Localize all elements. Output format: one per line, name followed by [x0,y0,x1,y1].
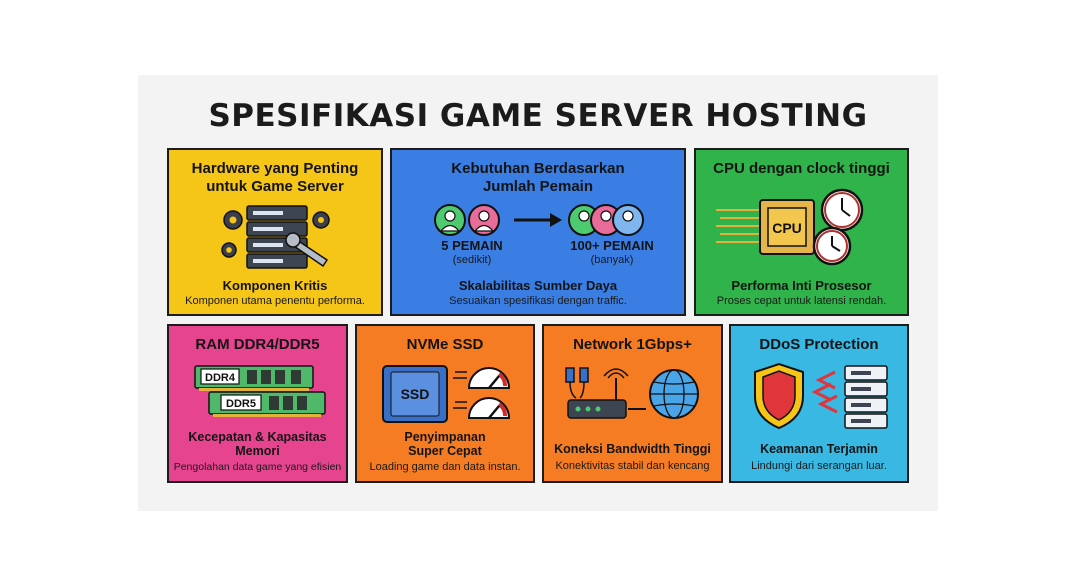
shield-server-icon [754,362,888,430]
players-right-label: 100+ PEMAIN [570,238,654,253]
card-ssd-desc: Loading game dan data instan. [369,461,521,473]
card-ssd-subtitle-line1: Penyimpanan [404,430,486,444]
card-hardware-title-line2: untuk Game Server [206,178,344,195]
card-ddos-title: DDoS Protection [759,336,879,353]
card-players: Kebutuhan Berdasarkan Jumlah Pemain 5 PE… [390,148,686,316]
cpu-chip-label: CPU [772,220,802,236]
card-ram-title: RAM DDR4/DDR5 [195,336,320,353]
card-hardware-title-line1: Hardware yang Penting [191,160,359,177]
ssd-drive-label: SSD [401,386,430,402]
card-ram-desc: Pengolahan data game yang efisien [173,461,342,473]
card-players-subtitle: Skalabilitas Sumber Daya [458,278,618,293]
card-players-desc: Sesuaikan spesifikasi dengan traffic. [449,295,627,307]
card-hardware-desc: Komponen utama penentu performa. [185,295,365,307]
card-hardware: Hardware yang Penting untuk Game Server … [167,148,383,316]
page-title: SPESIFIKASI GAME SERVER HOSTING [208,98,868,134]
card-hardware-subtitle: Komponen Kritis [222,278,328,293]
card-ddos-desc: Lindungi dari serangan luar. [751,460,887,472]
card-network-subtitle: Koneksi Bandwidth Tinggi [554,442,711,456]
card-ram-subtitle-line2: Memori [235,444,280,458]
card-ram-subtitle-line1: Kecepatan & Kapasitas [188,430,327,444]
card-cpu-subtitle: Performa Inti Prosesor [731,278,872,293]
players-right-sub: (banyak) [590,254,634,266]
card-ssd: NVMe SSD SSD Penyimpanan Super Cepat Loa… [355,324,535,483]
card-network-title: Network 1Gbps+ [573,336,692,353]
card-ram: RAM DDR4/DDR5 DDR4 DDR5 Kecepatan & Kapa… [167,324,348,483]
card-ssd-title: NVMe SSD [406,336,484,353]
cpu-clock-icon: CPU [716,188,864,266]
card-network-desc: Konektivitas stabil dan kencang [555,460,710,472]
card-ssd-subtitle-line2: Super Cepat [408,444,482,458]
card-players-title-line2: Jumlah Pemain [482,178,594,195]
ram-stick2-label: DDR5 [226,398,256,410]
ram-sticks-icon: DDR4 DDR5 [194,365,326,417]
router-globe-icon [565,367,699,419]
users-arrow-icon [434,204,644,236]
card-cpu-desc: Proses cepat untuk latensi rendah. [716,295,887,307]
card-ddos: DDoS Protection Keamanan Terjamin Lindun… [729,324,909,483]
card-network: Network 1Gbps+ Koneksi Bandwidth Tinggi … [542,324,723,483]
ssd-speedometer-icon: SSD [382,365,511,423]
card-cpu-title: CPU dengan clock tinggi [713,160,890,177]
players-left-label: 5 PEMAIN [441,238,503,253]
card-cpu: CPU dengan clock tinggi CPU Performa Int… [694,148,909,316]
card-players-title-line1: Kebutuhan Berdasarkan [451,160,625,177]
server-gears-wrench-icon [221,205,330,269]
ram-stick1-label: DDR4 [205,372,236,384]
players-left-sub: (sedikit) [452,254,492,266]
card-ddos-subtitle: Keamanan Terjamin [760,442,878,456]
